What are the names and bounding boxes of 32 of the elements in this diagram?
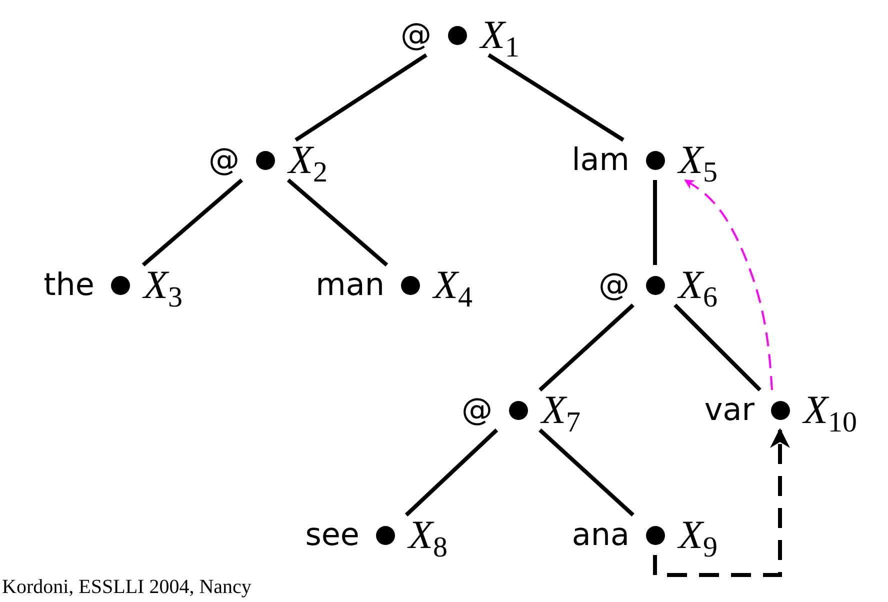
tree-branch [294,53,428,142]
node-label: see [305,520,360,550]
node-label: @ [598,270,630,300]
variable-label: X$_{5}$ [678,140,718,180]
tree-branch [142,178,244,267]
variable-label: X$_{10}$ [804,390,857,430]
variable-label: X$_{9}$ [678,515,718,555]
tree-branch [286,178,388,267]
tree-branch [538,428,634,516]
tree-branch [653,180,657,265]
dashed-arrow [653,428,790,577]
tree-branch [538,304,634,392]
node-label: @ [208,144,240,176]
dashed-arrow [684,179,773,390]
node-label: @ [400,20,432,50]
tree-branch [404,428,498,516]
node-label: ana [572,520,630,550]
node-label: man [316,270,384,300]
tree-branch [488,53,624,142]
variable-label: X$_{1}$ [480,15,520,55]
variable-label: X$_{8}$ [408,515,448,555]
footer-note: Kordoni, ESSLLI 2004, Nancy [2,576,252,599]
variable-label: X$_{6}$ [678,265,718,305]
node-label: the [44,270,94,300]
variable-label: X$_{3}$ [144,265,182,305]
tree-branch [674,304,762,392]
node-label: lam [572,144,630,176]
variable-label: X$_{4}$ [434,265,472,305]
node-label: @ [462,394,492,426]
variable-label: X$_{2}$ [288,140,328,180]
node-label: var [704,394,754,426]
variable-label: X$_{7}$ [542,390,580,430]
